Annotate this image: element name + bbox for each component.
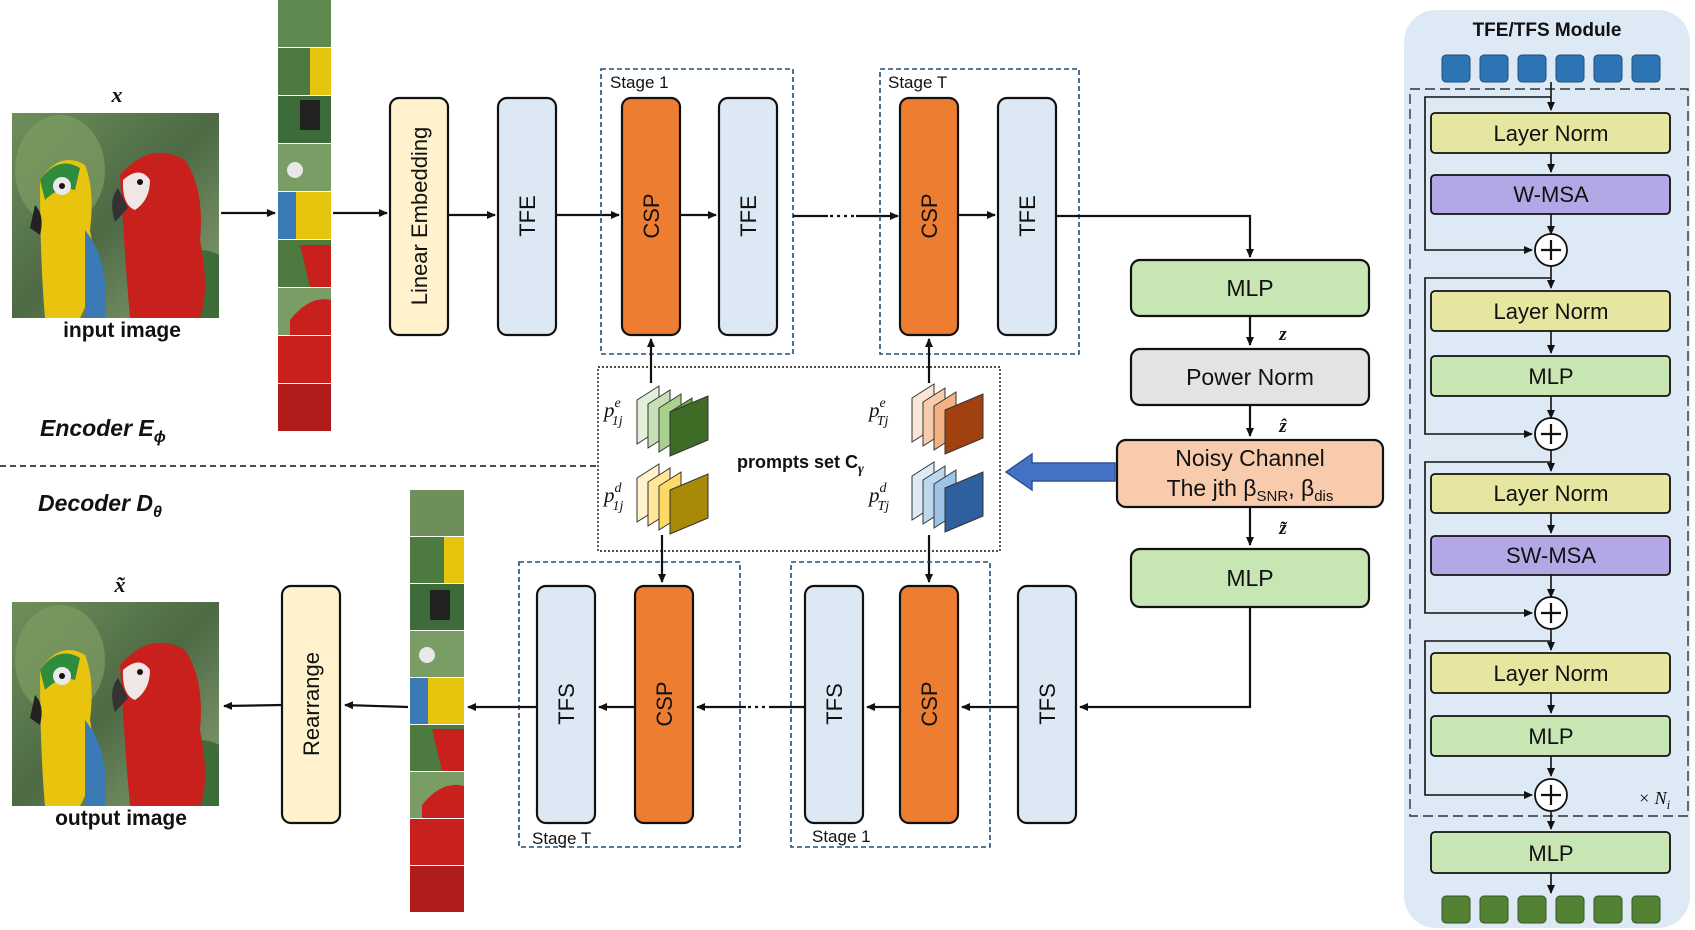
decoder-tfs-first: TFS [1016,584,1078,825]
z-hat-label: ẑ [1278,416,1287,437]
prompt-stack-pTd [911,461,984,533]
prompts-frame [597,366,1001,552]
svg-text:MLP: MLP [1226,275,1273,301]
encoder-stageT-tfe: TFE [996,96,1058,337]
module-layer-norm-3: Layer Norm [1430,473,1671,514]
encoder-stage1-csp: CSP [620,96,682,337]
decoder-stageT-frame [518,561,741,848]
prompt-stack-p1e [636,385,709,457]
output-patches [410,490,464,912]
svg-text:MLP: MLP [1528,364,1573,389]
encoder-stageT-label: Stage T [888,73,947,92]
prompts-set-label: prompts set Cγ [737,452,864,477]
svg-text:Layer Norm: Layer Norm [1494,661,1609,686]
decoder-stage1-label: Stage 1 [812,827,871,846]
decoder-stage1-tfs: TFS [803,584,865,825]
noisy-channel-params: The jth βSNR, βdis [1167,475,1334,505]
output-caption: output image [55,807,187,830]
arrow-channel-prompts [1004,452,1116,492]
tfe-block-1: TFE [496,96,558,337]
svg-text:TFS: TFS [1035,683,1060,725]
svg-text:CSP: CSP [917,681,942,726]
arrow-encoder-mlp [1056,214,1254,258]
encoder-label: Encoder Eϕ [40,415,166,446]
linear-embedding-block: Linear Embedding [388,96,450,337]
power-norm-block: Power Norm [1129,347,1371,407]
output-var-label: x̃ [114,572,126,597]
svg-text:CSP: CSP [639,193,664,238]
arrow-patches-rearrange [344,701,409,710]
z-label: z [1278,324,1287,345]
module-mlp-2: MLP [1430,715,1671,757]
encoder-stage1-tfe: TFE [717,96,779,337]
module-connections [1424,82,1555,894]
module-sw-msa: SW-MSA [1430,535,1671,576]
svg-text:TFE: TFE [736,195,761,237]
input-image [12,113,219,318]
module-layer-norm-4: Layer Norm [1430,652,1671,694]
linear-embedding-label: Linear Embedding [407,127,432,306]
module-repeat-label: × Ni [1638,788,1671,812]
input-caption: input image [63,319,181,342]
module-add-2 [1534,417,1568,451]
module-add-1 [1534,233,1568,267]
module-repeat-frame [1409,88,1689,817]
svg-text:Layer Norm: Layer Norm [1494,481,1609,506]
mlp-top-block: MLP [1129,258,1371,318]
module-mlp-out: MLP [1430,831,1671,874]
svg-text:MLP: MLP [1528,841,1573,866]
module-title: TFE/TFS Module [1473,20,1622,41]
encoder-stageT-frame [879,68,1080,355]
noisy-channel-block: Noisy Channel The jth βSNR, βdis [1115,438,1385,509]
output-image [12,602,219,806]
encoder-stage1-label: Stage 1 [610,73,669,92]
module-output-tokens [1441,895,1661,924]
arrow-mlp-decoder [1079,607,1252,711]
module-layer-norm-2: Layer Norm [1430,290,1671,332]
module-mlp-1: MLP [1430,355,1671,397]
prompt-stack-pTe [911,383,984,455]
decoder-stageT-label: Stage T [532,829,591,848]
svg-text:SW-MSA: SW-MSA [1506,543,1596,568]
prompt-stack-p1d [636,463,709,535]
decoder-stageT-csp: CSP [633,584,695,825]
svg-text:Layer Norm: Layer Norm [1494,299,1609,324]
svg-text:TFS: TFS [822,683,847,725]
decoder-stage1-frame [790,561,991,848]
encoder-stage1-frame [600,68,794,355]
module-add-4 [1534,778,1568,812]
module-w-msa: W-MSA [1430,174,1671,215]
svg-text:Rearrange: Rearrange [299,652,324,756]
decoder-stage1-csp: CSP [898,584,960,825]
decoder-stageT-tfs: TFS [535,584,597,825]
module-input-tokens [1441,54,1661,83]
z-tilde-label: z̃ [1278,518,1287,539]
svg-text:CSP: CSP [917,193,942,238]
tfe-label-1: TFE [515,195,540,237]
arrow-rearrange-output [223,701,283,710]
svg-text:Layer Norm: Layer Norm [1494,121,1609,146]
module-layer-norm-1: Layer Norm [1430,112,1671,154]
input-var-label: x [111,82,123,107]
svg-text:W-MSA: W-MSA [1513,182,1589,207]
svg-text:Power Norm: Power Norm [1186,364,1314,390]
input-patches [278,0,331,431]
svg-text:MLP: MLP [1528,724,1573,749]
rearrange-block: Rearrange [280,584,342,825]
encoder-stageT-csp: CSP [898,96,960,337]
svg-text:MLP: MLP [1226,565,1273,591]
mlp-bottom-block: MLP [1129,547,1371,609]
svg-text:TFE: TFE [1015,195,1040,237]
decoder-label: Decoder Dθ [38,490,162,521]
svg-text:Noisy Channel: Noisy Channel [1175,445,1325,471]
svg-text:TFS: TFS [554,683,579,725]
svg-text:CSP: CSP [652,681,677,726]
module-add-3 [1534,596,1568,630]
